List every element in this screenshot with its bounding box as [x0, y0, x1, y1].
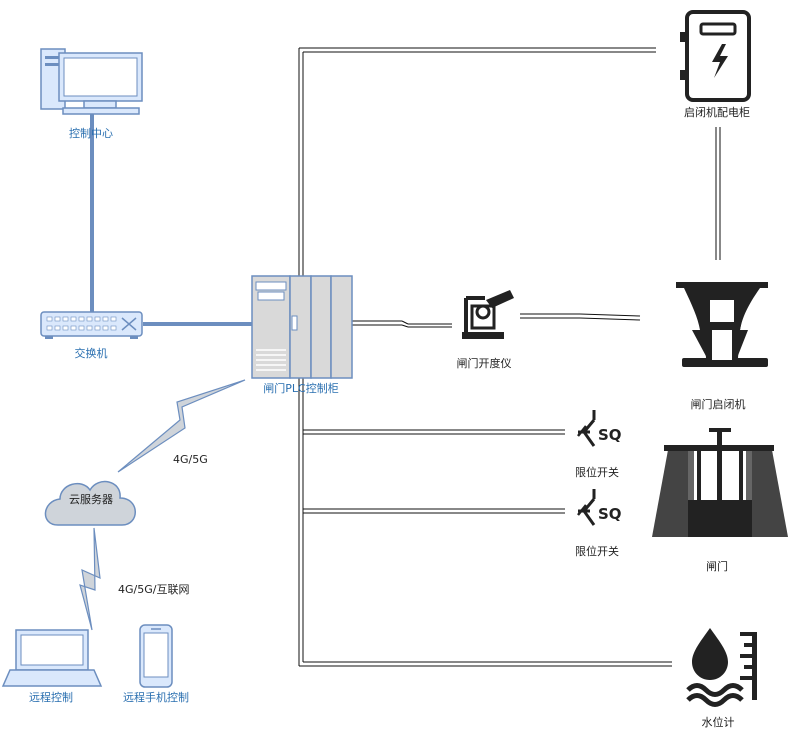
cloud-server-label: 云服务器 [69, 493, 113, 506]
gate-hoist-label: 闸门启闭机 [690, 398, 746, 411]
svg-text:SQ: SQ [598, 426, 622, 444]
link-cabinet-hoist [715, 127, 721, 260]
connections [79, 47, 721, 667]
remote-control-label: 远程控制 [29, 691, 73, 704]
limit-switch-1-label: 限位开关 [575, 466, 619, 479]
water-level-meter-label: 水位计 [701, 716, 735, 729]
desktop-computer-icon [40, 48, 143, 115]
plc-cabinet-icon [251, 275, 353, 379]
smartphone-icon [139, 624, 173, 688]
switch-label: 交换机 [74, 347, 108, 360]
plc-cabinet-label: 闸门PLC控制柜 [263, 382, 339, 395]
limit-switch-2-label: 限位开关 [575, 545, 619, 558]
control-center-label: 控制中心 [69, 127, 113, 140]
wireless-cloud-remote-label: 4G/5G/互联网 [118, 583, 190, 596]
wireless-plc-cloud [117, 379, 246, 473]
limit-switch-icon: SQ [577, 489, 622, 526]
hoist-icon [676, 282, 768, 367]
svg-text:SQ: SQ [598, 505, 622, 523]
wireless-plc-cloud-label: 4G/5G [173, 453, 208, 466]
power-cabinet-icon [680, 10, 751, 102]
gate-label: 闸门 [706, 560, 728, 573]
link-plc-meter [352, 320, 452, 328]
network-switch-icon [40, 311, 143, 339]
cloud-icon [44, 480, 136, 526]
remote-mobile-label: 远程手机控制 [123, 691, 189, 704]
hoist-power-cabinet-label: 启闭机配电柜 [684, 106, 750, 119]
limit-switch-icon: SQ [577, 410, 622, 447]
link-meter-hoist [520, 313, 641, 321]
water-level-icon [686, 628, 757, 707]
wireless-cloud-remote [79, 527, 101, 631]
opening-meter-icon [462, 290, 514, 339]
laptop-icon [1, 629, 103, 687]
sluice-gate-icon [652, 428, 788, 537]
gate-opening-meter-label: 闸门开度仪 [456, 357, 512, 370]
